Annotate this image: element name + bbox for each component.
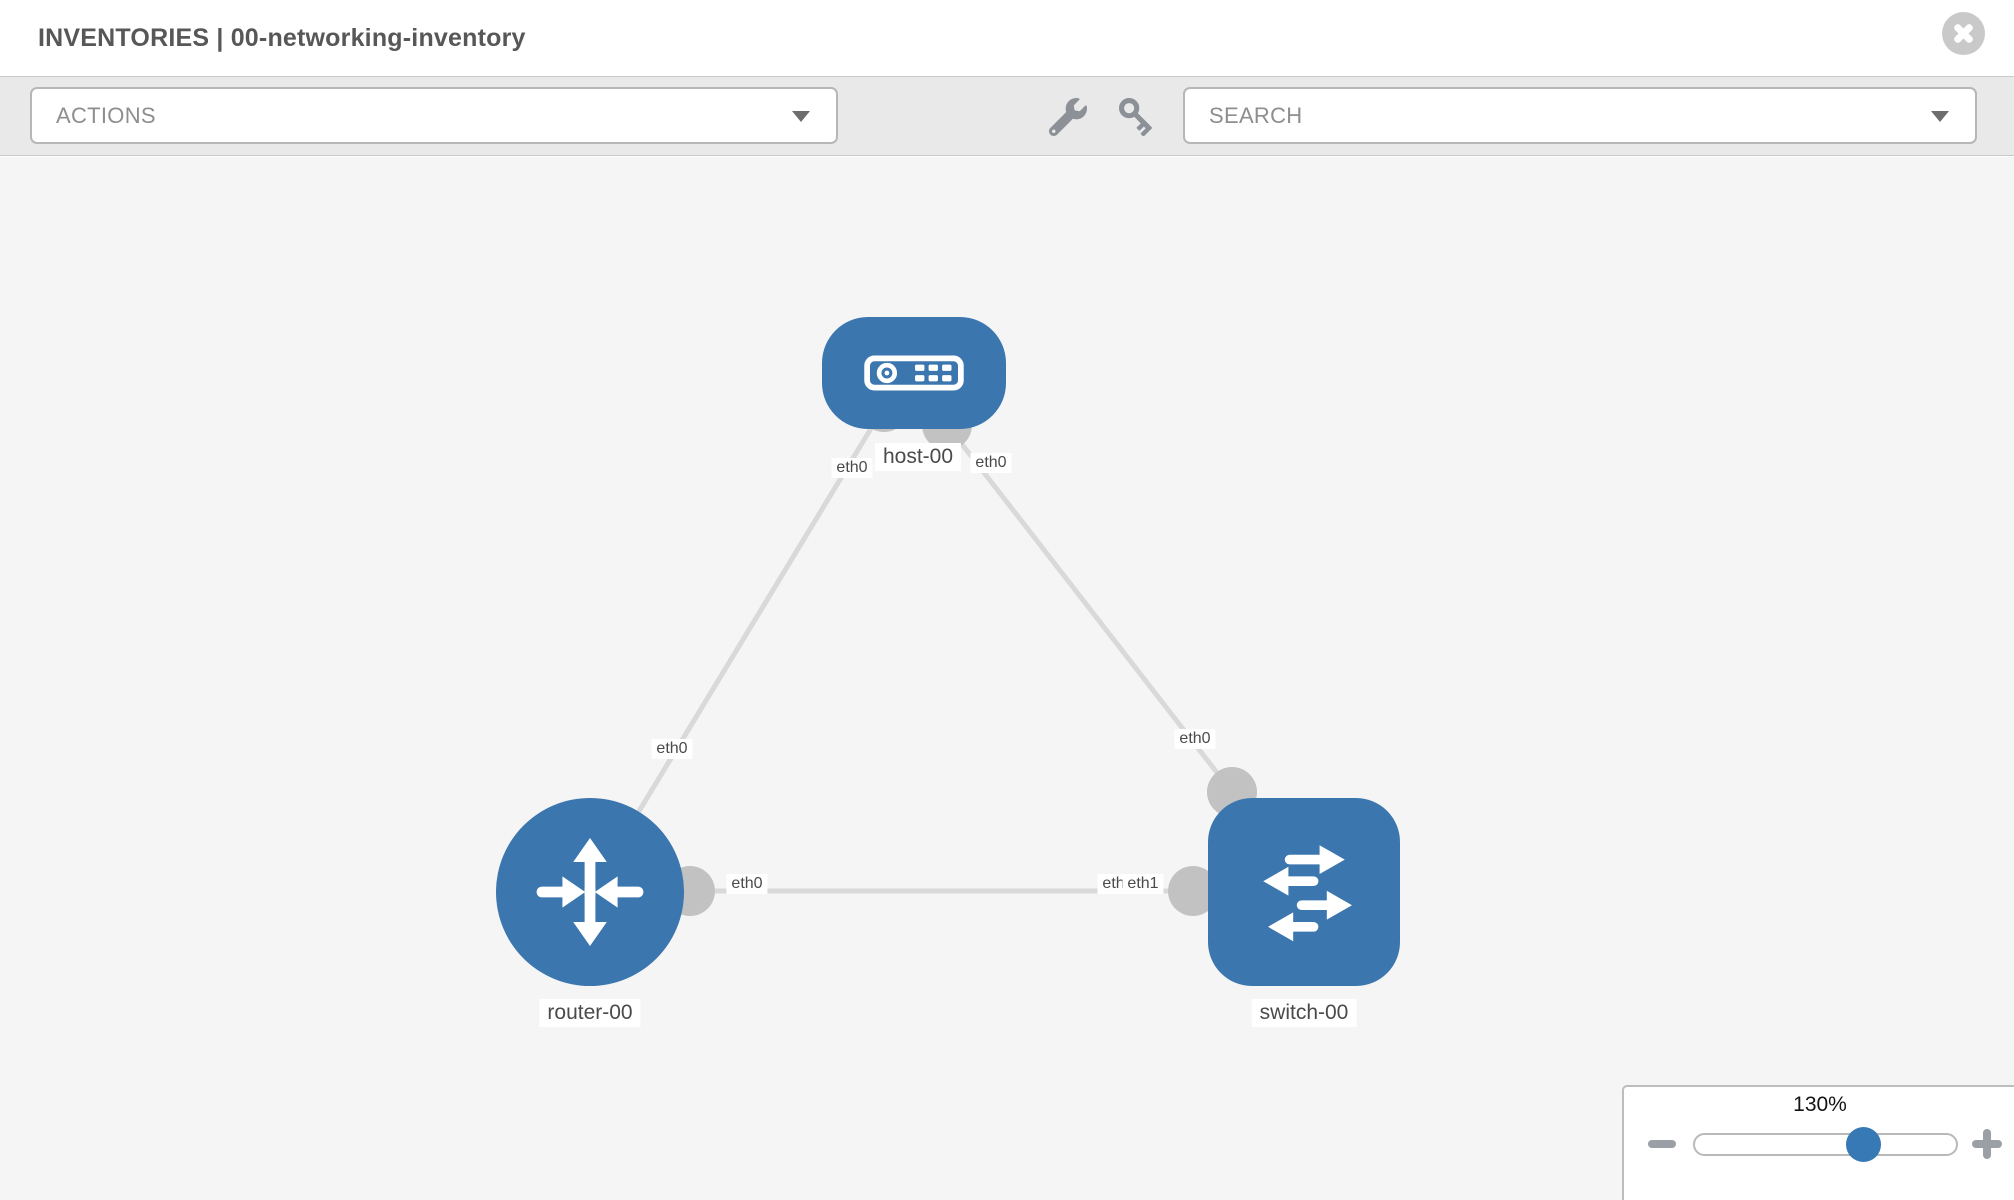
zoom-in-button[interactable] — [1972, 1129, 2002, 1159]
topology-canvas[interactable]: eth0 host-00 eth0 eth0 eth0 eth0 eth0 et… — [0, 157, 2014, 1200]
iface-label-router-switch: eth0 — [726, 874, 768, 894]
iface-label-host-switch: eth0 — [970, 453, 1012, 473]
links-layer — [587, 382, 1257, 916]
wrench-icon — [1048, 98, 1087, 137]
node-label-host: host-00 — [874, 443, 962, 471]
close-button[interactable] — [1942, 12, 1985, 55]
zoom-slider-track[interactable] — [1693, 1133, 1958, 1156]
search-placeholder: SEARCH — [1209, 103, 1303, 128]
search-dropdown[interactable]: SEARCH — [1183, 87, 1977, 144]
iface-label-host-router: eth0 — [831, 458, 873, 478]
key-icon — [1119, 97, 1152, 137]
iface-label-router-host: eth0 — [651, 739, 693, 759]
port-switch-eth1 — [1168, 866, 1218, 916]
actions-dropdown-label: ACTIONS — [56, 103, 156, 128]
node-switch-00[interactable] — [1208, 798, 1400, 986]
page-title: INVENTORIES | 00-networking-inventory — [38, 24, 526, 52]
iface-label-switch-host: eth0 — [1174, 729, 1216, 749]
zoom-out-button[interactable] — [1648, 1140, 1676, 1148]
router-icon — [536, 838, 644, 946]
node-router-00[interactable] — [496, 798, 684, 986]
chevron-down-icon — [792, 111, 810, 122]
plus-icon — [1983, 1129, 1991, 1159]
zoom-panel: 130% — [1622, 1085, 2014, 1200]
zoom-slider-handle[interactable] — [1846, 1127, 1881, 1162]
wrench-button[interactable] — [1048, 98, 1087, 137]
switch-icon — [1263, 845, 1352, 942]
node-label-router: router-00 — [539, 999, 641, 1027]
node-host-00[interactable] — [822, 317, 1006, 429]
node-label-switch: switch-00 — [1251, 999, 1357, 1027]
toolbar: ACTIONS SEARCH — [0, 76, 2014, 156]
host-icon — [864, 355, 964, 391]
key-button[interactable] — [1119, 97, 1157, 137]
header: INVENTORIES | 00-networking-inventory — [0, 0, 2014, 76]
link-lines — [587, 405, 1234, 894]
actions-dropdown[interactable]: ACTIONS — [30, 87, 838, 144]
iface-label-switch-router: eth1 — [1122, 874, 1164, 894]
zoom-level: 130% — [1793, 1093, 1847, 1116]
chevron-down-icon — [1931, 111, 1949, 122]
